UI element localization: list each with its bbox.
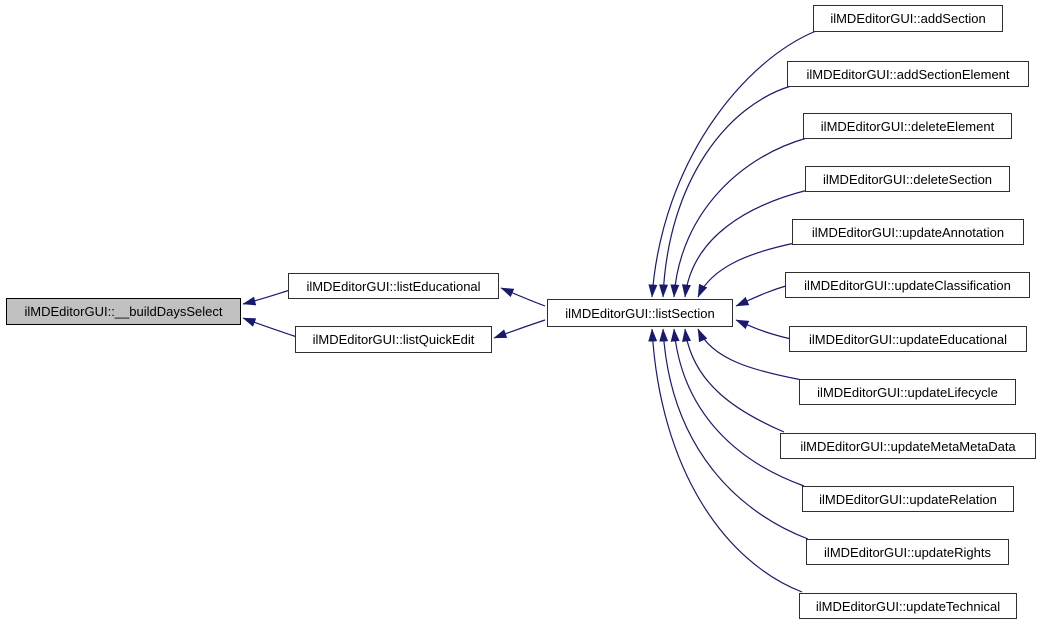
edge-updateTechnical-listSection bbox=[648, 328, 803, 593]
edge-listSection-listQuickEdit bbox=[493, 319, 546, 339]
node-updateRights[interactable]: ilMDEditorGUI::updateRights bbox=[806, 539, 1009, 565]
node-updateTechnical[interactable]: ilMDEditorGUI::updateTechnical bbox=[799, 593, 1017, 619]
node-updateRelation[interactable]: ilMDEditorGUI::updateRelation bbox=[802, 486, 1014, 512]
node-updateMetaMetaData[interactable]: ilMDEditorGUI::updateMetaMetaData bbox=[780, 433, 1036, 459]
node-updateAnnotation[interactable]: ilMDEditorGUI::updateAnnotation bbox=[792, 219, 1024, 245]
node-addSection[interactable]: ilMDEditorGUI::addSection bbox=[813, 5, 1003, 32]
edge-listQuickEdit-buildDaysSelect bbox=[242, 317, 298, 338]
node-listQuickEdit[interactable]: ilMDEditorGUI::listQuickEdit bbox=[295, 326, 492, 353]
edge-listSection-listEducational bbox=[500, 287, 546, 307]
edge-updateLifecycle-listSection bbox=[697, 328, 803, 381]
node-listEducational[interactable]: ilMDEditorGUI::listEducational bbox=[288, 273, 499, 299]
node-updateClassification[interactable]: ilMDEditorGUI::updateClassification bbox=[785, 272, 1030, 298]
node-updateEducational[interactable]: ilMDEditorGUI::updateEducational bbox=[789, 326, 1027, 352]
edge-updateRelation-listSection bbox=[670, 328, 805, 487]
edge-updateClassification-listSection bbox=[735, 284, 790, 307]
node-buildDaysSelect: ilMDEditorGUI::__buildDaysSelect bbox=[6, 298, 241, 325]
edge-listEducational-buildDaysSelect bbox=[242, 289, 291, 306]
edge-addSection-listSection bbox=[648, 30, 817, 298]
node-addSectionElement[interactable]: ilMDEditorGUI::addSectionElement bbox=[787, 61, 1029, 87]
node-deleteElement[interactable]: ilMDEditorGUI::deleteElement bbox=[803, 113, 1012, 139]
edge-updateAnnotation-listSection bbox=[697, 242, 796, 298]
edge-deleteSection-listSection bbox=[681, 189, 809, 298]
node-updateLifecycle[interactable]: ilMDEditorGUI::updateLifecycle bbox=[799, 379, 1016, 405]
node-listSection[interactable]: ilMDEditorGUI::listSection bbox=[547, 299, 733, 327]
edge-deleteElement-listSection bbox=[670, 137, 808, 298]
node-deleteSection[interactable]: ilMDEditorGUI::deleteSection bbox=[805, 166, 1010, 192]
edge-updateRights-listSection bbox=[659, 328, 809, 540]
edge-addSectionElement-listSection bbox=[659, 85, 792, 298]
edge-updateEducational-listSection bbox=[735, 319, 792, 340]
edge-updateMetaMetaData-listSection bbox=[682, 328, 785, 433]
